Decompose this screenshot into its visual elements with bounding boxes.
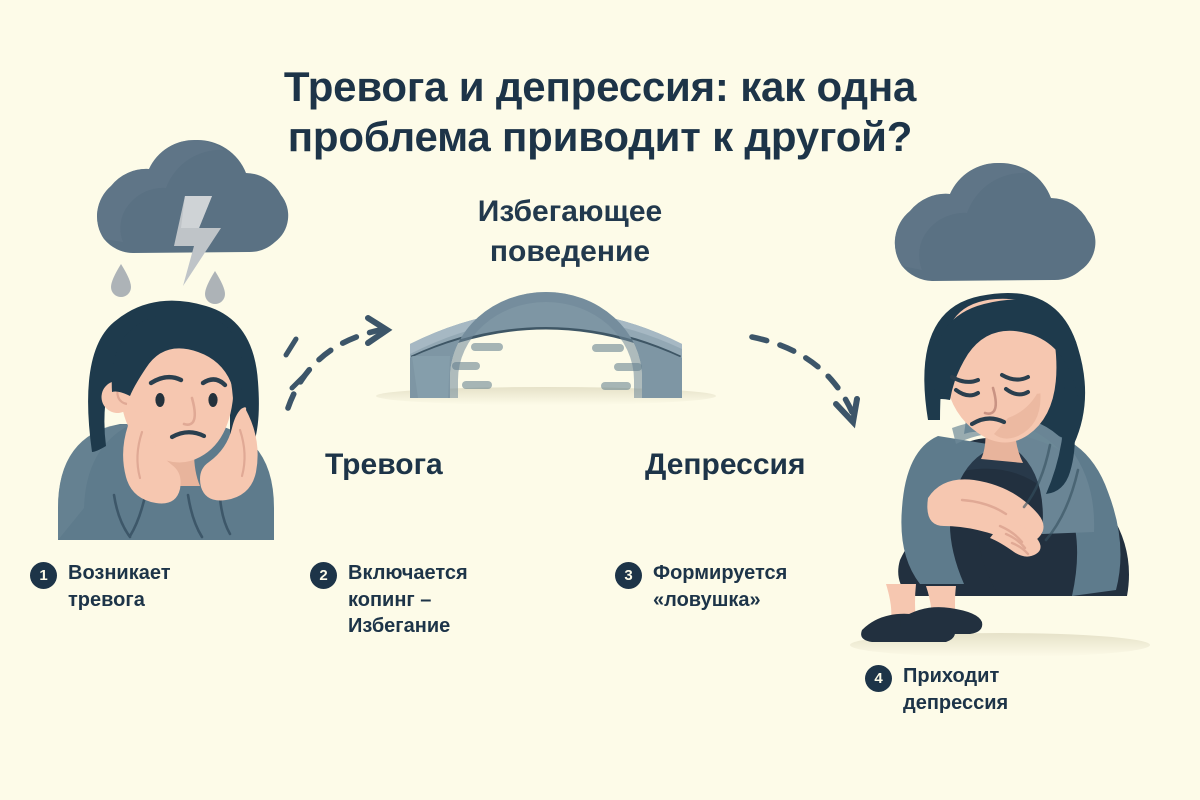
step-item-1: 1 Возникает тревога (30, 560, 171, 613)
step-text-2: Включается копинг – Избегание (348, 562, 468, 638)
lightning-bolt-icon (174, 196, 221, 286)
avoidance-label-line-2: поведение (489, 234, 651, 268)
page-title-line-1: Тревога и депрессия: как одна (283, 63, 917, 111)
step-number-badge-3: 3 (615, 562, 642, 589)
dashed-arrow-right (749, 334, 860, 429)
avoidance-label-line-1: Избегающее (477, 195, 663, 228)
anxious-woman-illustration (58, 300, 307, 540)
storm-cloud-icon (97, 139, 289, 304)
step-number-badge-2: 2 (310, 562, 337, 589)
step-number-badge-4: 4 (865, 665, 892, 692)
avoidance-behaviour-label: Избегающее поведение (370, 192, 770, 272)
stage-label-depression: Депрессия (645, 448, 806, 481)
raindrop-icons (111, 264, 225, 304)
shoe-left (861, 613, 955, 642)
step-item-4: 4 Приходит депрессия (865, 663, 1008, 716)
page-title-line-2: проблема приводит к другой? (287, 112, 913, 160)
step-item-3: 3 Формируется «ловушка» (615, 560, 787, 613)
step-number-badge-1: 1 (30, 562, 57, 589)
step-text-3: Формируется «ловушка» (653, 562, 788, 611)
shoe-right (900, 607, 983, 634)
depressed-woman-illustration (850, 292, 1150, 657)
step-text-4: Приходит депрессия (903, 665, 1009, 714)
rain-cloud-icon (894, 162, 1096, 281)
page-title: Тревога и депрессия: как одна проблема п… (0, 62, 1200, 161)
step-text-1: Возникает тревога (68, 562, 171, 611)
dashed-arrow-left (285, 315, 393, 411)
stone-bridge-illustration (376, 292, 716, 405)
stage-label-anxiety: Тревога (325, 448, 443, 481)
step-item-2: 2 Включается копинг – Избегание (310, 560, 468, 640)
